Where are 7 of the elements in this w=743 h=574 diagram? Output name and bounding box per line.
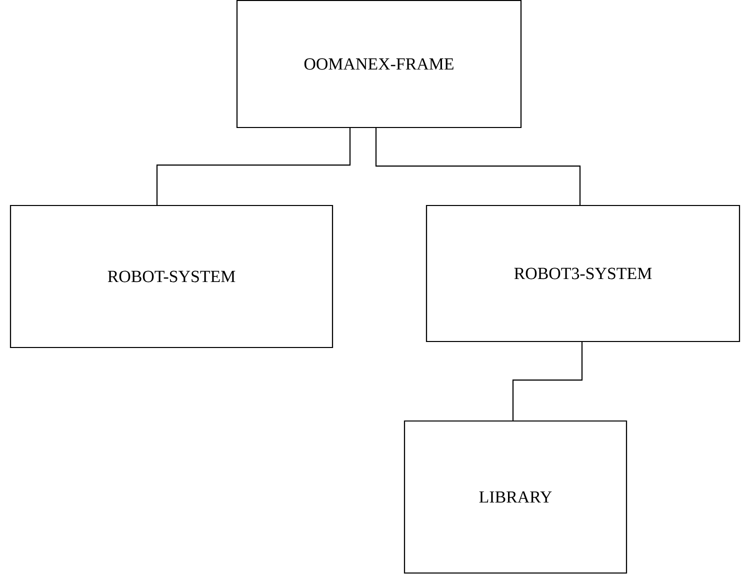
process-box: ROBOT3-SYSTEM bbox=[426, 204, 740, 342]
connector-line bbox=[375, 128, 581, 205]
connector-line bbox=[156, 128, 351, 205]
process-box: ROBOT-SYSTEM bbox=[10, 204, 334, 348]
connector-line bbox=[512, 342, 583, 420]
process-box: OOMANEX-FRAME bbox=[236, 0, 522, 128]
process-box: LIBRARY bbox=[404, 420, 628, 574]
